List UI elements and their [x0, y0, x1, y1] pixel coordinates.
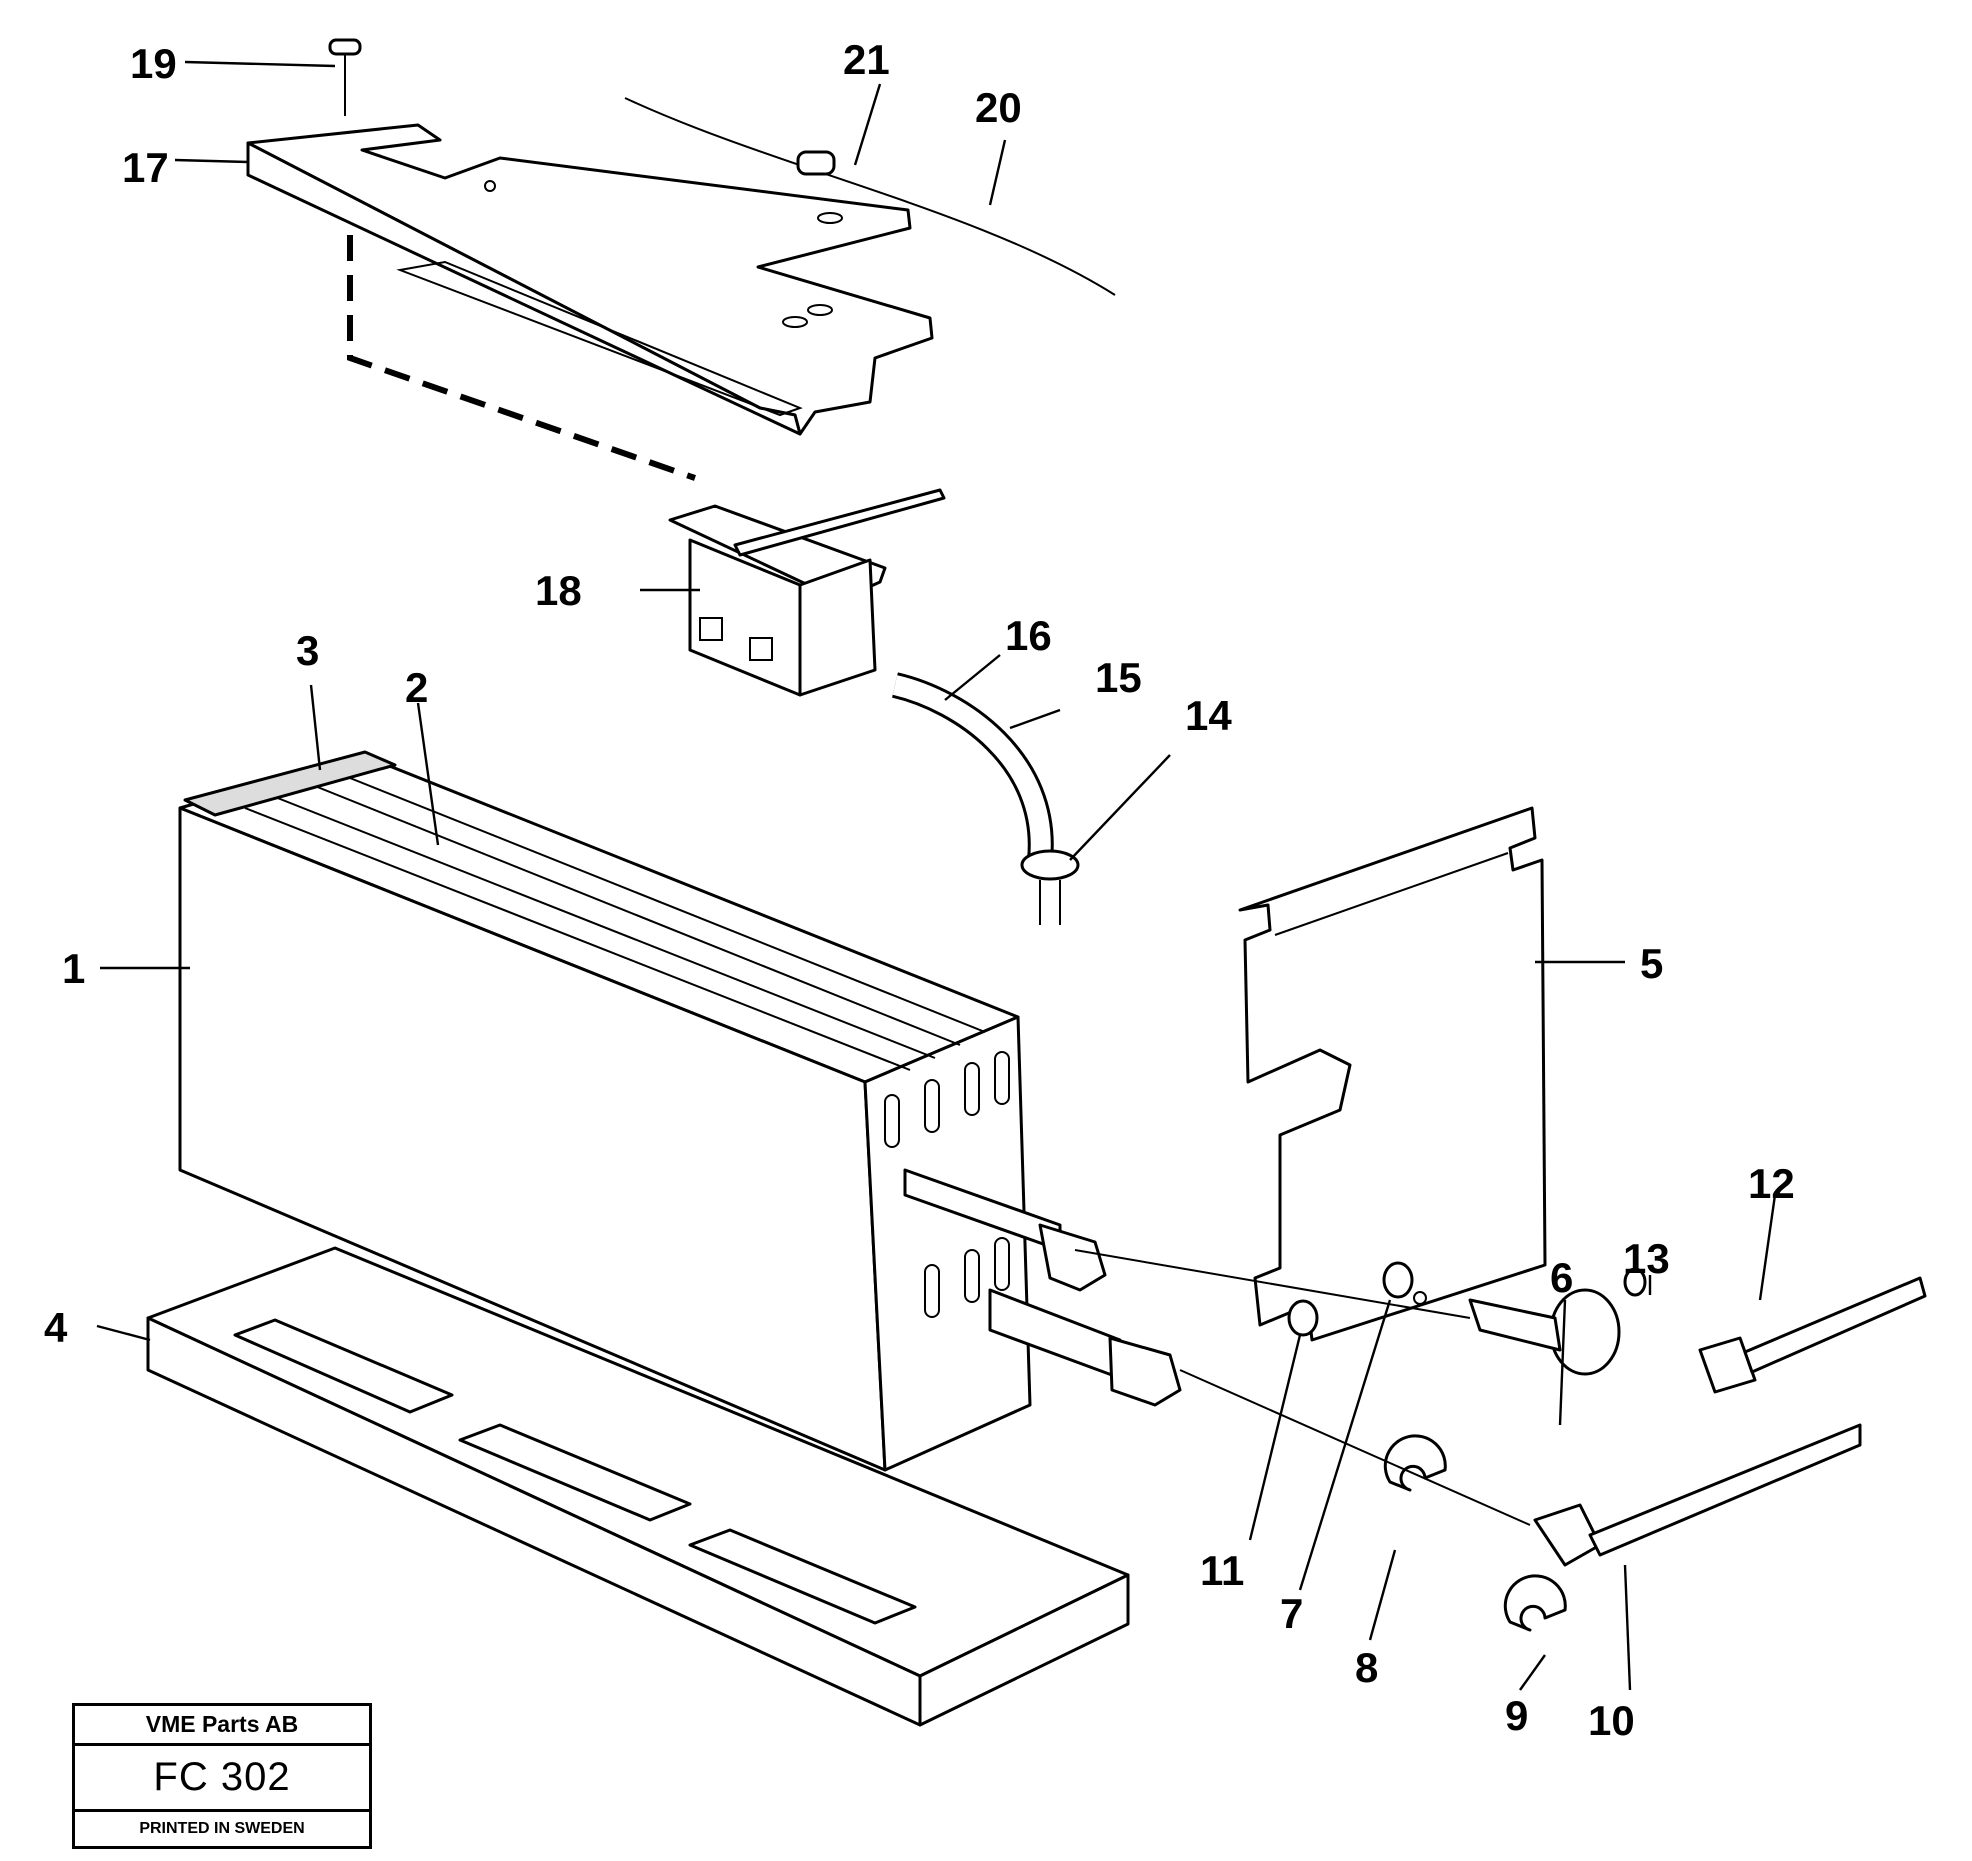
part-13-washer — [1623, 1267, 1647, 1297]
part-15-hose — [891, 672, 1080, 925]
callout-6: 6 — [1550, 1254, 1573, 1301]
part-6-valve — [1468, 1288, 1621, 1376]
part-10-hose — [1533, 1423, 1862, 1567]
callout-13: 13 — [1623, 1235, 1670, 1282]
title-block-company: VME Parts AB — [75, 1706, 369, 1746]
title-block: VME Parts AB FC 302 PRINTED IN SWEDEN — [72, 1703, 372, 1849]
part-18-switch — [668, 488, 946, 697]
callout-7: 7 — [1280, 1590, 1303, 1637]
callout-2: 2 — [405, 664, 428, 711]
part-19-screw — [328, 38, 362, 116]
callout-3: 3 — [296, 627, 319, 674]
part-5-cover-plate — [1238, 806, 1547, 1342]
title-block-code: FC 302 — [75, 1746, 369, 1812]
part-1-heater-housing — [178, 750, 1182, 1472]
part-4-base-plate — [146, 1246, 1130, 1727]
callout-9: 9 — [1505, 1692, 1528, 1739]
part-11-washer — [1287, 1299, 1319, 1337]
callout-19: 19 — [130, 40, 177, 87]
callout-16: 16 — [1005, 612, 1052, 659]
callout-11: 11 — [1200, 1547, 1244, 1594]
callout-8: 8 — [1355, 1644, 1378, 1691]
callout-14: 14 — [1185, 692, 1232, 739]
callout-20: 20 — [975, 84, 1022, 131]
callout-10: 10 — [1588, 1697, 1635, 1744]
callout-17: 17 — [122, 144, 169, 191]
part-12-hose — [1698, 1276, 1927, 1394]
callout-21: 21 — [843, 36, 890, 83]
part-7-washer — [1382, 1261, 1414, 1299]
callouts: 1 2 3 4 5 6 7 8 9 10 11 12 13 14 15 16 1… — [44, 36, 1795, 1744]
part-9-clip — [1503, 1574, 1567, 1632]
part-21-clip — [796, 150, 836, 176]
callout-18: 18 — [535, 567, 582, 614]
callout-1: 1 — [62, 945, 85, 992]
callout-5: 5 — [1640, 940, 1663, 987]
callout-15: 15 — [1095, 654, 1142, 701]
callout-12: 12 — [1748, 1160, 1795, 1207]
callout-4: 4 — [44, 1304, 68, 1351]
title-block-printed: PRINTED IN SWEDEN — [139, 1820, 305, 1837]
part-8-clip — [1383, 1434, 1447, 1492]
part-17-bracket — [246, 123, 934, 436]
leader-lines — [96, 60, 1777, 1691]
bracket-to-switch-dashline — [347, 235, 696, 481]
part-20-cable — [624, 97, 1116, 296]
